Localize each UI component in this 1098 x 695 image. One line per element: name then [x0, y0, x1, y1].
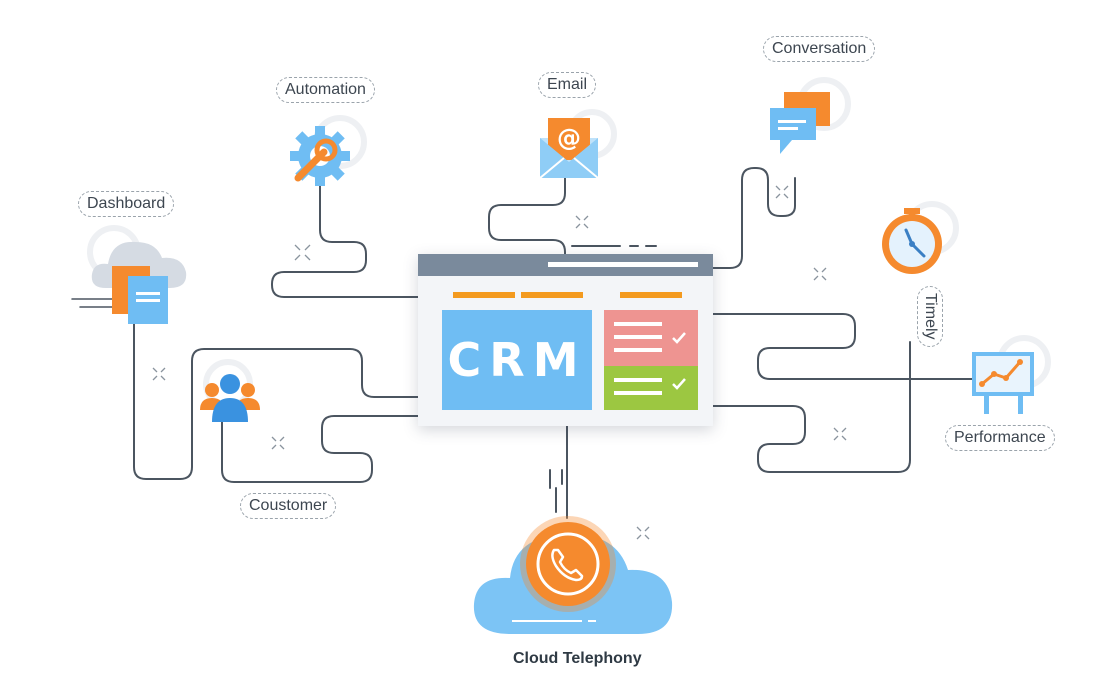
cloud-documents-icon [87, 225, 187, 324]
stopwatch-icon [882, 201, 959, 274]
email-label: Email [538, 72, 597, 98]
crm-tab-2 [521, 292, 583, 298]
crm-address-bar [548, 262, 698, 267]
coustomer-label: Coustomer [240, 493, 337, 519]
cloud-telephony-label: Cloud Telephony [513, 650, 642, 667]
crm-tab-1 [453, 292, 515, 298]
phone-cloud-icon [473, 516, 673, 634]
check-icon [672, 378, 686, 390]
crm-panel-green [604, 366, 698, 410]
svg-text:@: @ [557, 124, 581, 152]
crm-tab-3 [620, 292, 682, 298]
crm-titlebar [418, 254, 713, 276]
crm-window: CRM [418, 254, 713, 426]
conversation-label: Conversation [763, 36, 876, 62]
performance-label: Performance [945, 425, 1055, 451]
users-group-icon [200, 359, 260, 422]
check-icon [672, 332, 686, 344]
email-envelope-icon: @ [539, 109, 617, 179]
chat-bubbles-icon [770, 77, 851, 154]
gear-wrench-icon [290, 115, 367, 186]
chart-easel-icon [972, 335, 1051, 414]
crm-panel-red [604, 310, 698, 366]
crm-title: CRM [442, 310, 592, 410]
automation-label: Automation [276, 77, 375, 103]
timely-label: Timely [917, 286, 943, 347]
dashboard-label: Dashboard [78, 191, 175, 217]
